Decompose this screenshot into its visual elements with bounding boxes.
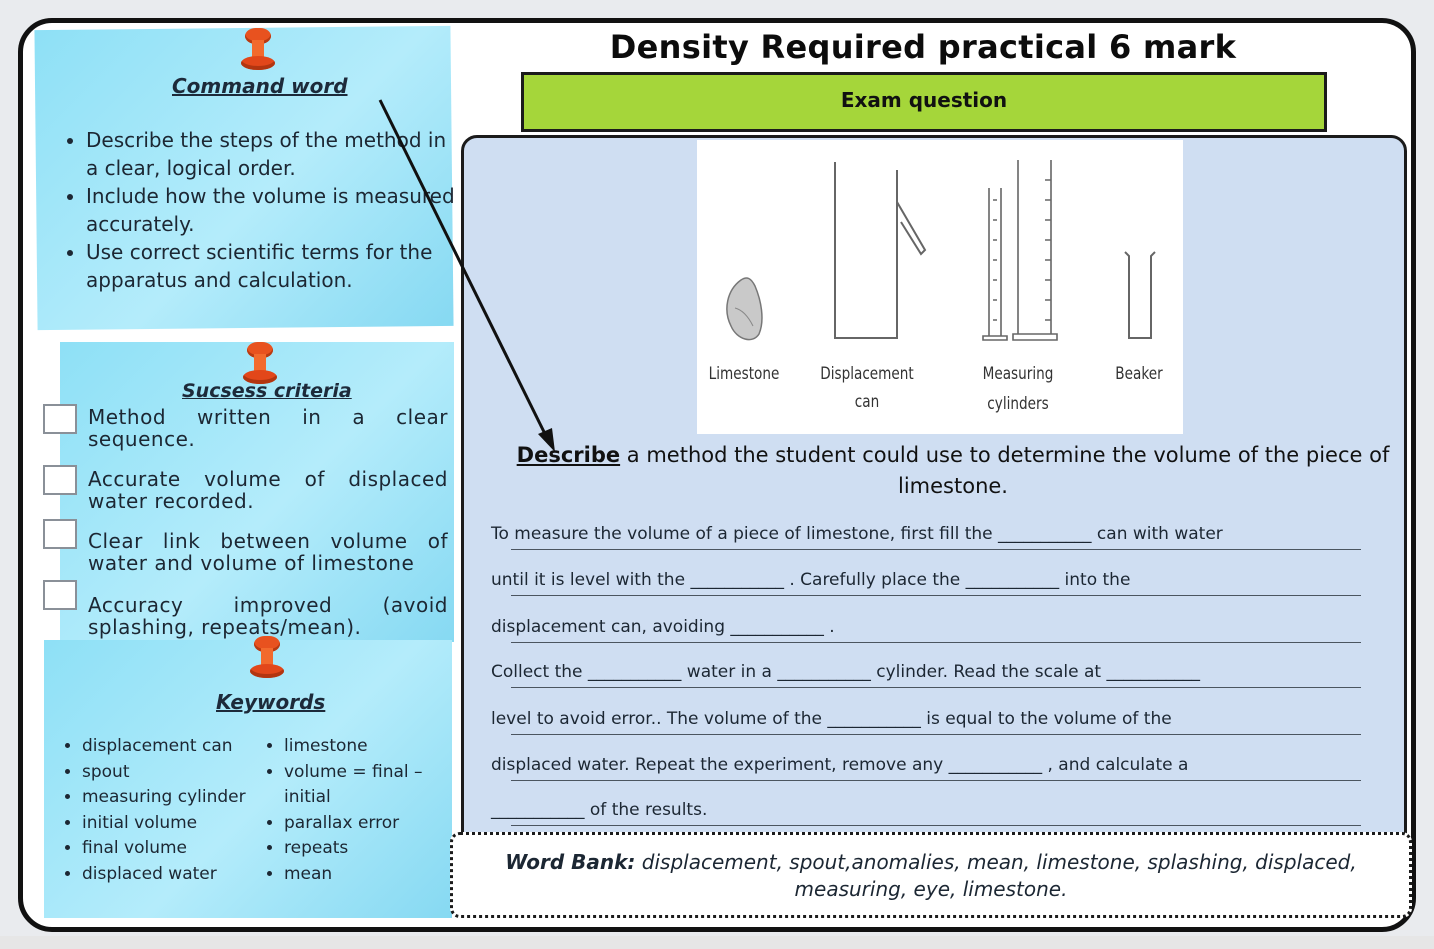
limestone-drawing bbox=[726, 277, 763, 341]
keywords-heading: Keywords bbox=[216, 690, 326, 714]
measuring-cylinders-label-2: cylinders bbox=[987, 394, 1049, 414]
apparatus-figure: Limestone Displacement can Measuring cyl… bbox=[697, 140, 1183, 434]
command-word-describe: Describe bbox=[516, 443, 621, 467]
command-word-heading: Command word bbox=[172, 74, 348, 98]
criteria-checkbox[interactable] bbox=[43, 404, 77, 434]
keywords-note bbox=[44, 640, 452, 918]
pushpin-icon bbox=[250, 636, 284, 682]
displacement-can-drawing bbox=[834, 162, 927, 339]
fill-line-text: until it is level with the ___________ .… bbox=[491, 570, 1131, 590]
fill-line[interactable]: displacement can, avoiding ___________ . bbox=[491, 617, 1361, 643]
list-item: Use correct scientific terms for the app… bbox=[86, 238, 456, 294]
criteria-checkbox[interactable] bbox=[43, 519, 77, 549]
fill-line[interactable]: displaced water. Repeat the experiment, … bbox=[491, 755, 1361, 781]
fill-line[interactable]: level to avoid error.. The volume of the… bbox=[491, 709, 1361, 735]
criteria-checkbox[interactable] bbox=[43, 465, 77, 495]
measuring-cylinders-drawing bbox=[982, 160, 1058, 341]
word-bank: Word Bank: displacement, spout,anomalies… bbox=[450, 832, 1412, 918]
keyword-item: initial volume bbox=[82, 811, 272, 837]
keyword-item: parallax error bbox=[284, 811, 464, 837]
apparatus-drawing bbox=[726, 160, 1156, 341]
criteria-item: Accurate volume of displaced water recor… bbox=[88, 467, 448, 513]
keyword-item: displacement can bbox=[82, 734, 272, 760]
fill-line[interactable]: Collect the ___________ water in a _____… bbox=[491, 662, 1361, 688]
list-item: Describe the steps of the method in a cl… bbox=[86, 126, 456, 182]
keywords-list-right: limestone volume = final – initial paral… bbox=[264, 734, 464, 887]
question-text: Describe a method the student could use … bbox=[500, 440, 1406, 502]
fill-line-text: displaced water. Repeat the experiment, … bbox=[491, 755, 1189, 775]
pushpin-icon bbox=[243, 342, 277, 388]
keyword-item: repeats bbox=[284, 836, 464, 862]
fill-line[interactable]: until it is level with the ___________ .… bbox=[491, 570, 1361, 596]
keyword-item: measuring cylinder bbox=[82, 785, 272, 811]
fill-line-text: ___________ of the results. bbox=[491, 800, 708, 820]
question-rest: a method the student could use to determ… bbox=[620, 443, 1390, 498]
keyword-item: final volume bbox=[82, 836, 272, 862]
fill-line[interactable]: To measure the volume of a piece of lime… bbox=[491, 524, 1361, 550]
keyword-item: limestone bbox=[284, 734, 464, 760]
beaker-drawing bbox=[1124, 251, 1156, 339]
fill-line-text: To measure the volume of a piece of lime… bbox=[491, 524, 1223, 544]
displacement-can-label: Displacement can bbox=[820, 364, 914, 412]
keywords-list-left: displacement can spout measuring cylinde… bbox=[62, 734, 272, 887]
fill-line-text: Collect the ___________ water in a _____… bbox=[491, 662, 1200, 682]
word-bank-words: displacement, spout,anomalies, mean, lim… bbox=[635, 850, 1357, 901]
page-bottom-strip bbox=[0, 936, 1434, 949]
keyword-item: mean bbox=[284, 862, 464, 888]
keyword-item: displaced water bbox=[82, 862, 272, 888]
criteria-checkbox[interactable] bbox=[43, 580, 77, 610]
limestone-label: Limestone bbox=[708, 364, 780, 384]
list-item: Include how the volume is measured accur… bbox=[86, 182, 456, 238]
word-bank-label: Word Bank: bbox=[505, 850, 636, 874]
measuring-cylinders-label-1: Measuring bbox=[982, 364, 1054, 384]
beaker-label: Beaker bbox=[1115, 364, 1163, 384]
fill-line[interactable]: ___________ of the results. bbox=[491, 800, 1361, 826]
exam-question-bar: Exam question bbox=[521, 72, 1327, 132]
criteria-item: Method written in a clear sequence. bbox=[88, 405, 448, 451]
criteria-item: Clear link between volume of water and v… bbox=[88, 529, 448, 575]
command-word-list: Describe the steps of the method in a cl… bbox=[64, 126, 456, 294]
fill-line-text: displacement can, avoiding ___________ . bbox=[491, 617, 835, 637]
keyword-item: volume = final – initial bbox=[284, 760, 464, 811]
pushpin-icon bbox=[241, 28, 275, 74]
criteria-item: Accuracy improved (avoid splashing, repe… bbox=[88, 593, 448, 639]
fill-line-text: level to avoid error.. The volume of the… bbox=[491, 709, 1172, 729]
page-title: Density Required practical 6 mark bbox=[609, 28, 1237, 66]
keyword-item: spout bbox=[82, 760, 272, 786]
success-criteria-heading: Sucsess criteria bbox=[182, 380, 352, 402]
